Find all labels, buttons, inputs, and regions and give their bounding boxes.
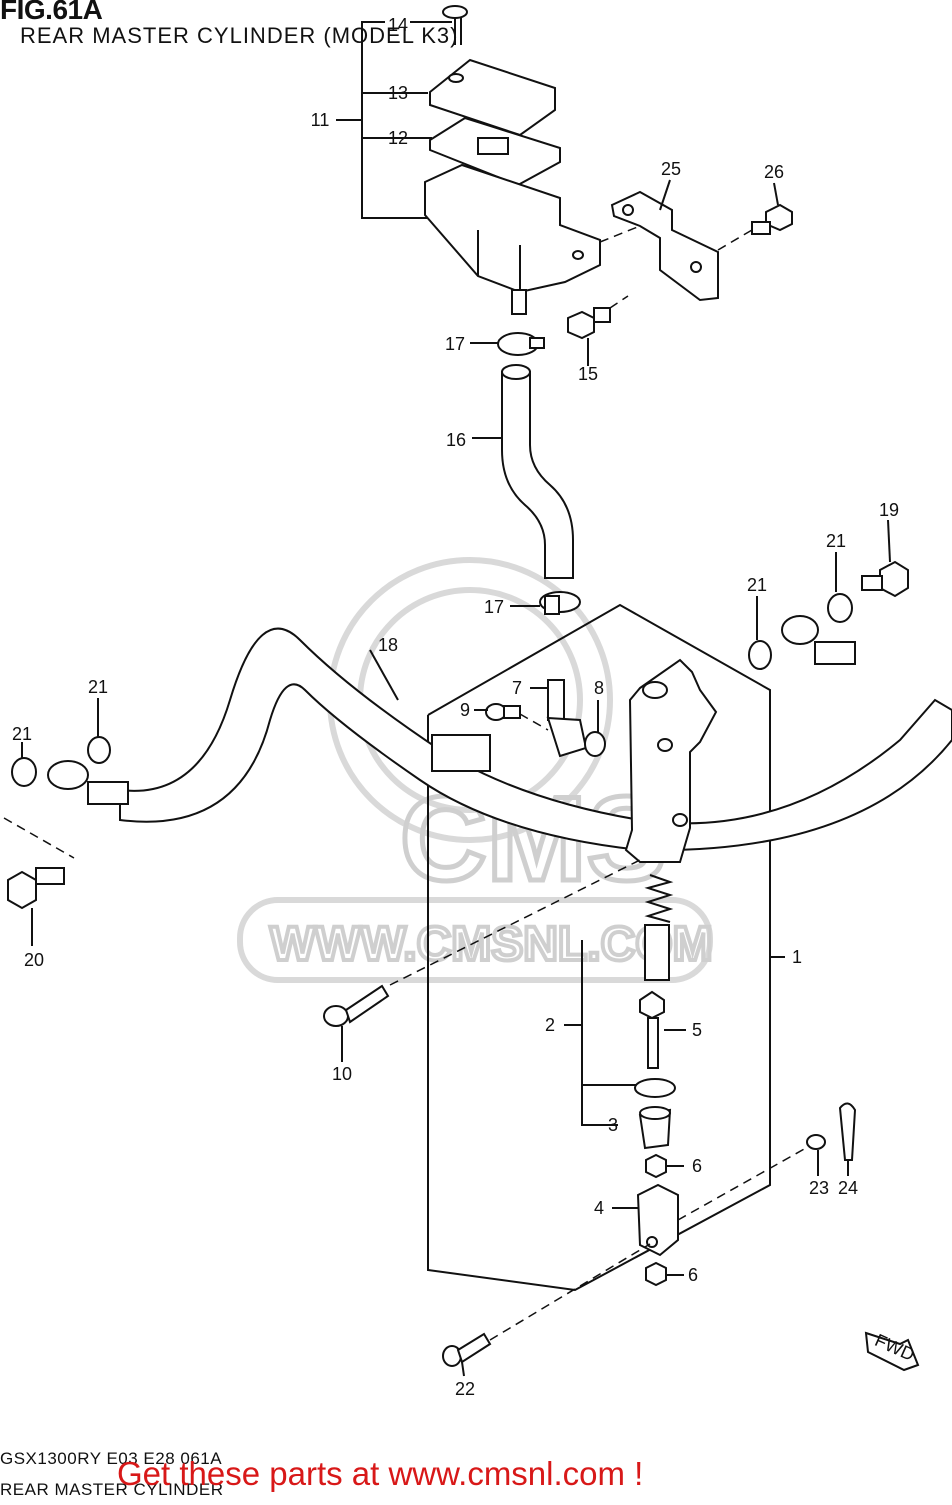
group-bracket-11: [336, 21, 452, 219]
callout-5: 5: [692, 1020, 702, 1040]
footer-section-name: REAR MASTER CYLINDER: [0, 1480, 224, 1499]
bolt-part-26: [717, 182, 793, 251]
callout-17-lower: 17: [484, 597, 504, 617]
callout-19: 19: [879, 500, 899, 520]
nut-part-6-lower: [645, 1261, 684, 1287]
washer-part-21-c: [748, 596, 772, 670]
callout-18: 18: [378, 635, 398, 655]
callout-20: 20: [24, 950, 44, 970]
o-ring-part-8: [584, 700, 606, 757]
reservoir-hose-part-16: [472, 364, 574, 579]
boot-part-3: [638, 1106, 672, 1150]
callout-7: 7: [512, 678, 522, 698]
washer-part-23: [677, 1134, 826, 1221]
callout-3: 3: [608, 1115, 618, 1135]
footer-model-code: GSX1300RY E03 E28 061A: [0, 1449, 223, 1468]
banjo-fitting-left: [47, 760, 129, 805]
callout-25: 25: [661, 159, 681, 179]
circlip: [634, 1078, 676, 1098]
washer-part-21-b: [87, 698, 111, 764]
group-bracket-2: [564, 940, 640, 1126]
bolt-part-10: [323, 859, 641, 1062]
callout-16: 16: [446, 430, 466, 450]
callout-21-c: 21: [747, 575, 767, 595]
callout-10: 10: [332, 1064, 352, 1084]
callout-4: 4: [594, 1198, 604, 1218]
callout-17-upper: 17: [445, 334, 465, 354]
hose-end-fitting-center: [431, 734, 491, 772]
master-cylinder-body: [624, 658, 718, 863]
callout-9: 9: [460, 700, 470, 720]
watermark-url: WWW.CMSNL.COM: [270, 918, 713, 971]
promo-link[interactable]: Get these parts at www.cmsnl.com !: [117, 1455, 644, 1492]
callout-8: 8: [594, 678, 604, 698]
pushrod-part-5: [639, 990, 686, 1069]
callout-6-upper: 6: [692, 1156, 702, 1176]
banjo-bolt-part-20: [3, 817, 75, 946]
figure-title: FIG.61A: [0, 0, 103, 25]
callout-23: 23: [809, 1178, 829, 1198]
callout-6-lower: 6: [688, 1265, 698, 1285]
banjo-bolt-part-19: [861, 519, 909, 598]
bracket-part-25: [610, 179, 719, 302]
washer-part-21-d: [827, 552, 853, 623]
diaphragm-plate-part-12: [429, 116, 561, 187]
callout-21-a: 21: [12, 724, 32, 744]
screw-part-14: [442, 5, 468, 45]
callout-12: 12: [388, 128, 408, 148]
callout-2: 2: [545, 1015, 555, 1035]
banjo-fitting-right: [781, 615, 856, 665]
figure-subtitle: REAR MASTER CYLINDER (MODEL K3): [20, 23, 459, 48]
callout-11: 11: [311, 110, 330, 130]
callout-21-d: 21: [826, 531, 846, 551]
callout-22: 22: [455, 1379, 475, 1399]
brake-hose-part-18: [119, 627, 952, 852]
clevis-pin-part-22: [442, 1243, 651, 1377]
callout-14: 14: [388, 15, 408, 35]
callout-15: 15: [578, 364, 598, 384]
callout-21-b: 21: [88, 677, 108, 697]
callout-1: 1: [792, 947, 802, 967]
callout-26: 26: [764, 162, 784, 182]
callout-13: 13: [388, 83, 408, 103]
forward-direction-arrow-icon: FWD: [864, 1330, 920, 1372]
callout-labels: 1 2 3 4 5 6 6 7 8 9 10 11 12 13 14 15 16…: [12, 15, 899, 1399]
nut-part-6-upper: [645, 1153, 684, 1179]
screw-part-9: [474, 703, 549, 731]
reservoir-body-part-11: [424, 163, 601, 315]
callout-24: 24: [838, 1178, 858, 1198]
clevis-part-4: [612, 1183, 679, 1257]
bolt-part-15: [567, 295, 629, 366]
hose-clamp-part-17-upper: [470, 332, 545, 356]
cotter-pin-part-24: [838, 1102, 857, 1176]
assembly-outline-1: [427, 603, 785, 1292]
reservoir-cap-part-13: [429, 58, 556, 137]
hose-clamp-part-17-lower: [510, 591, 581, 615]
washer-part-21-a: [11, 742, 37, 787]
piston-spring: [644, 874, 674, 981]
